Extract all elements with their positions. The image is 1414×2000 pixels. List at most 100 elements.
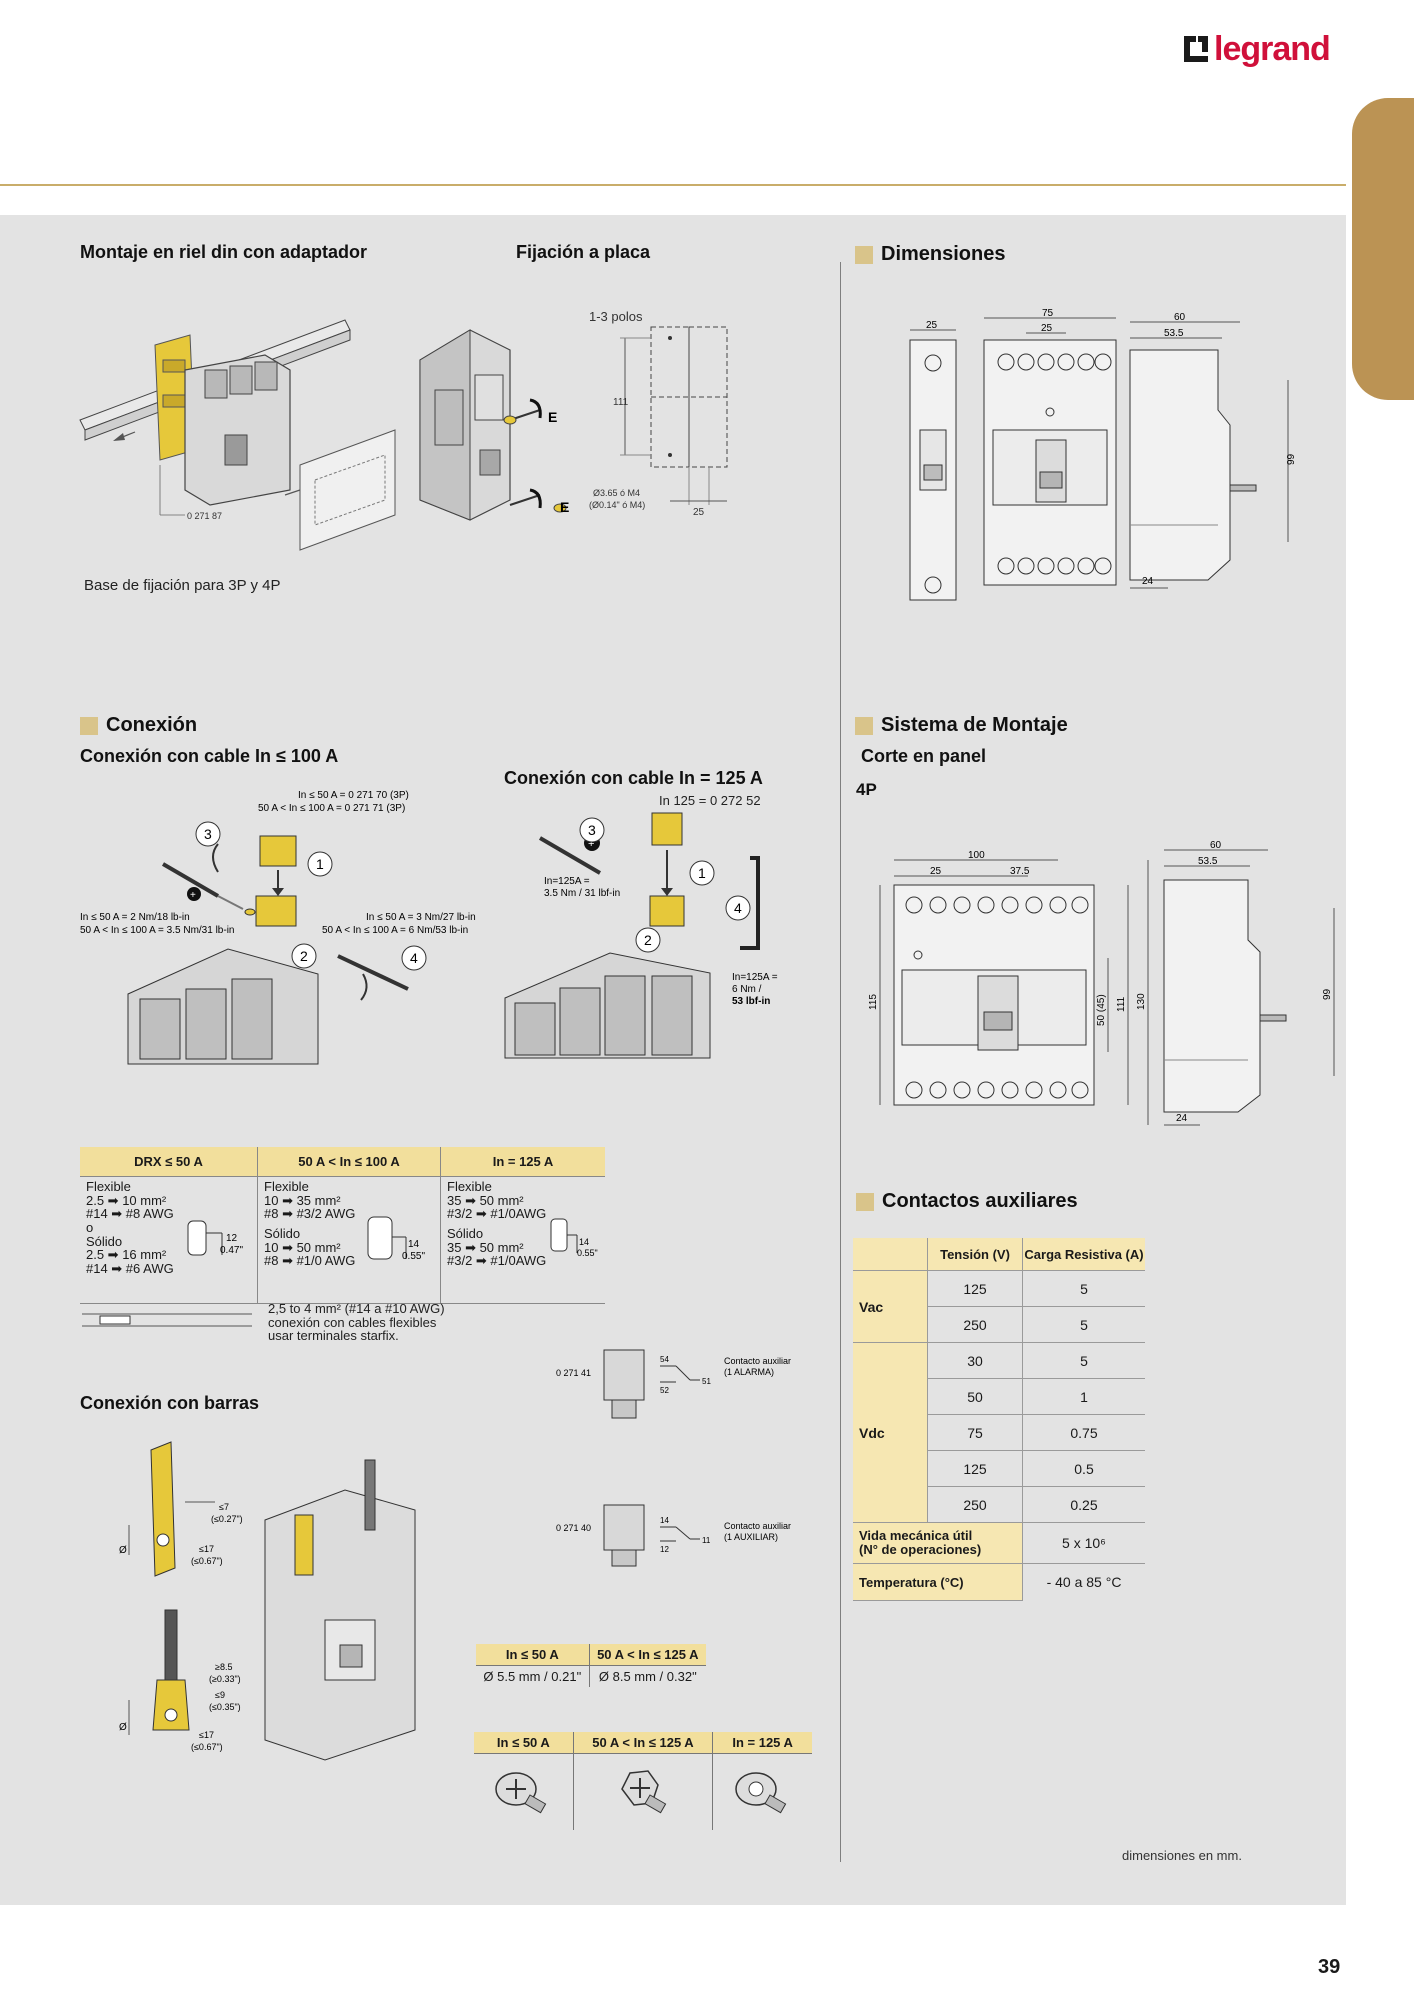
aux-header-tension: Tensión (V) [927,1238,1023,1271]
cable125-t1a: In=125A = [544,876,590,887]
aux-auxiliar-diagram: 0 271 40 14 12 11 Contacto auxiliar (1 A… [556,1504,791,1567]
cable125-t2a: In=125A = [732,972,778,983]
dim-60: 60 [1174,312,1186,323]
svg-text:+: + [190,890,196,901]
header-rule [0,184,1346,186]
cable125-title: Conexión con cable In = 125 A [504,768,763,788]
page-number: 39 [1318,1956,1341,1978]
placa-e1-label: E [548,409,557,425]
terminal-icon: 14 0.55" [550,1218,598,1258]
aux-label-2b: (1 AUXILIAR) [724,1532,778,1542]
heading-square-icon [856,1192,874,1211]
riel-din-illustration: 0 271 87 [79,319,396,551]
placa-e2-label: E [560,499,569,515]
riel-ref-label: 0 271 87 [187,511,222,521]
barras-a3: ≤17 [199,1544,214,1554]
aux-temp-value: - 40 a 85 °C [1022,1563,1145,1601]
screw-icon [495,1771,547,1813]
montaje-d60: 60 [1210,840,1222,851]
starfix-note-line: conexión con cables flexibles [268,1314,437,1330]
cable100-ref1: In ≤ 50 A = 0 271 70 (3P) [298,790,409,801]
montaje-d111: 111 [1116,996,1127,1012]
col1-dim-1: 12 [226,1233,238,1244]
cable-table-header: In = 125 A [440,1147,605,1177]
aux-c52: 52 [660,1386,669,1395]
cable-cell-line: Sólido [447,1225,484,1241]
screw-cell [712,1753,812,1830]
barras-phi-1: Ø [119,1545,127,1556]
barras-phi-2: Ø [119,1722,127,1733]
montaje-d25: 25 [930,866,942,877]
col3-dim-2: 0.55" [577,1248,598,1258]
aux-cell: 250 [927,1306,1023,1343]
barras-b1: ≥8.5 [215,1662,232,1672]
aux-cell: 250 [927,1486,1023,1523]
cable-cell-line: 2.5 ➡ 16 mm² [86,1247,167,1263]
aux-alarm-diagram: 0 271 41 54 52 51 Contacto auxiliar (1 A… [556,1349,791,1419]
cable-cell-line: 35 ➡ 50 mm² [447,1192,524,1208]
aux-label-1a: Contacto auxiliar [724,1356,791,1366]
aux-cell: 75 [927,1414,1023,1451]
conexion-title: Conexión [106,714,198,736]
barras-b2: (≥0.33") [209,1674,241,1684]
cable125-t1b: 3.5 Nm / 31 lbf-in [544,888,620,899]
cable-section-table: DRX ≤ 50 A 50 A < In ≤ 100 A In = 125 A … [80,1147,605,1304]
placa-illustration: E E [419,329,569,521]
cable100-step-2: 2 [300,948,308,964]
dim-53-5: 53.5 [1164,328,1184,339]
cable-cell-line: Sólido [264,1225,301,1241]
aux-cell: 0.75 [1022,1414,1145,1451]
heading-square-icon [855,716,873,735]
cable-cell-line: #14 ➡ #6 AWG [86,1260,174,1276]
screw-table: In ≤ 50 A 50 A < In ≤ 125 A In = 125 A [474,1732,812,1830]
aux-c51: 51 [702,1377,711,1386]
aux-cell: 125 [927,1450,1023,1487]
aux-cell: 50 [927,1378,1023,1415]
aux-c54: 54 [660,1355,669,1364]
cable125-ref: In 125 = 0 272 52 [659,793,761,808]
cable-cell-line: 10 ➡ 35 mm² [264,1192,341,1208]
placa-title: Fijación a placa [516,242,651,262]
aux-cell: 0.5 [1022,1450,1145,1487]
cable100-illustration: In ≤ 50 A = 0 271 70 (3P) 50 A < In ≤ 10… [80,790,476,1065]
cable125-step-2: 2 [644,932,652,948]
aux-c14: 14 [660,1516,669,1525]
diameter-table: In ≤ 50 A 50 A < In ≤ 125 A Ø 5.5 mm / 0… [476,1644,706,1687]
cable100-torque-l1: In ≤ 50 A = 2 Nm/18 lb-in [80,912,190,923]
montaje-d24: 24 [1176,1113,1188,1124]
screw-header: 50 A < In ≤ 125 A [572,1732,713,1754]
dim-99: 99 [1286,453,1297,465]
aux-c12: 12 [660,1545,669,1554]
starfix-note-line: 2,5 to 4 mm² (#14 a #10 AWG) [268,1301,445,1316]
barras-a1: ≤7 [219,1502,229,1512]
riel-caption: Base de fijación para 3P y 4P [84,577,281,594]
svg-text:+: + [588,838,594,850]
barras-title: Conexión con barras [80,1393,260,1413]
montaje-heading: Sistema de Montaje [855,714,1068,737]
screw-cell [474,1753,574,1830]
aux-header-carga: Carga Resistiva (A) [1022,1238,1145,1271]
cable100-step-4: 4 [410,950,418,966]
montaje-d37: 37.5 [1010,866,1030,877]
legrand-mark-icon [1182,34,1210,64]
cable-cell-line: #8 ➡ #1/0 AWG [264,1253,356,1269]
cable-table-header: DRX ≤ 50 A [80,1147,258,1177]
aux-cell: 5 [1022,1270,1145,1307]
col3-dim-1: 14 [579,1237,589,1247]
cable125-t2c: 53 lbf-in [732,996,770,1007]
cable-cell-line: #8 ➡ #3/2 AWG [264,1206,356,1222]
brand-name: legrand [1214,29,1331,68]
aux-c11: 11 [702,1536,711,1545]
montaje-d99: 99 [1322,988,1333,1000]
dim-25-single: 25 [926,320,938,331]
cable-cell-line: Flexible [447,1179,492,1194]
cable125-step-4: 4 [734,900,742,916]
cable100-torque-r2: 50 A < In ≤ 100 A = 6 Nm/53 lb-in [322,925,468,936]
placa-screw-1: Ø3.65 ó M4 [593,488,640,498]
cable-cell-line: #14 ➡ #8 AWG [86,1206,174,1222]
aux-heading: Contactos auxiliares [856,1190,1078,1213]
starfix-note-line: usar terminales starfix. [268,1328,399,1344]
terminal-icon: 14 0.55" [367,1216,425,1262]
montaje-d100: 100 [968,850,985,861]
cable125-illustration: In=125A = 3.5 Nm / 31 lbf-in In=125A = 6… [504,812,778,1059]
